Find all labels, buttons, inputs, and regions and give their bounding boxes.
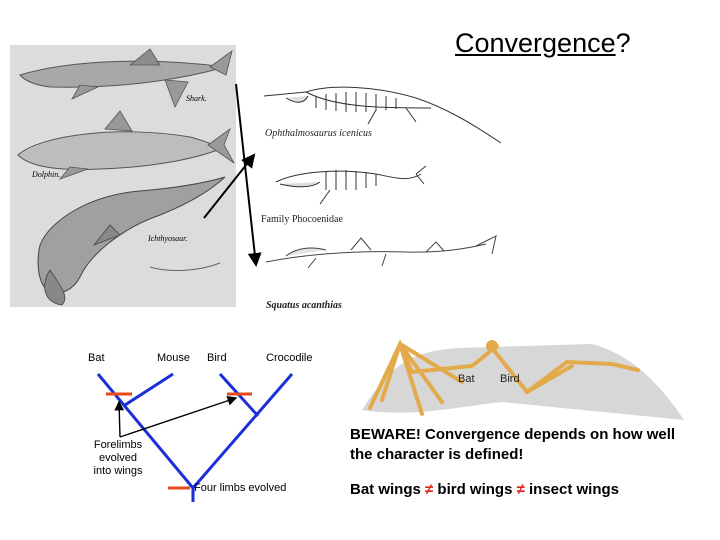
shark-drawing — [19, 48, 233, 108]
caption-squalus: Squatus acanthias — [266, 300, 342, 311]
forelimbs-note: Forelimbs evolved into wings — [82, 439, 154, 478]
bird-wing-bones — [490, 346, 640, 395]
scan-label-dolphin: Dolphin. — [31, 170, 60, 179]
comparison-bat: Bat wings — [350, 481, 421, 498]
arrow-down-to-squalus — [235, 83, 262, 267]
phylogenetic-tree — [96, 372, 294, 502]
comparison-bird: bird wings — [437, 481, 513, 498]
phocoenidae-skeleton — [275, 165, 427, 205]
branch-mouse — [124, 372, 174, 407]
dolphin-drawing — [17, 110, 235, 180]
taxon-mouse: Mouse — [157, 352, 191, 364]
bat-wing-bones — [368, 339, 499, 416]
caption-ophthalmosaurus: Ophthalmosaurus icenicus — [265, 128, 372, 139]
branch-crocodile — [191, 373, 294, 489]
marine-animals-svg: Shark. Dolphin. Ichthyosaur. — [10, 45, 236, 307]
scan-label-ichthyosaur: Ichthyosaur. — [147, 234, 187, 243]
wing-comparison — [352, 322, 692, 422]
wing-label-bat: Bat — [458, 373, 475, 385]
caption-phocoenidae: Family Phocoenidae — [261, 214, 343, 225]
forelimbs-note-line-2: evolved — [99, 452, 137, 464]
skeleton-illustrations — [256, 78, 506, 269]
page-title: Convergence? — [455, 28, 631, 59]
taxon-crocodile: Crocodile — [266, 352, 313, 364]
not-equal-sign-1: ≠ — [425, 481, 434, 498]
arrow-note-to-bat — [114, 400, 125, 438]
ichthyosaur-drawing — [37, 176, 226, 306]
comparison-arrows — [203, 83, 262, 267]
forelimbs-note-line-1: Forelimbs — [93, 439, 143, 451]
four-limbs-note: Four limbs evolved — [194, 482, 287, 494]
wings-comparison-statement: Bat wings ≠ bird wings ≠ insect wings — [350, 481, 619, 498]
bird-shoulder-joint — [486, 340, 498, 352]
beware-statement: BEWARE! Convergence depends on how well … — [350, 426, 676, 463]
taxon-bird: Bird — [207, 352, 227, 364]
marine-animals-illustration: Shark. Dolphin. Ichthyosaur. — [10, 45, 236, 307]
wings-svg — [362, 339, 684, 420]
title-word: Convergence — [455, 28, 616, 58]
taxon-bat: Bat — [88, 352, 105, 364]
wing-label-bird: Bird — [500, 373, 520, 385]
arrow-note-to-bird — [119, 396, 238, 438]
ophthalmosaurus-skeleton — [263, 86, 502, 144]
comparison-insect: insect wings — [529, 481, 620, 498]
scan-label-shark: Shark. — [186, 94, 207, 103]
skeletons-svg — [263, 86, 502, 269]
title-mark: ? — [615, 28, 631, 58]
not-equal-sign-2: ≠ — [516, 481, 525, 498]
squalus-skeleton — [265, 235, 497, 269]
forelimbs-note-line-3: into wings — [93, 465, 143, 477]
